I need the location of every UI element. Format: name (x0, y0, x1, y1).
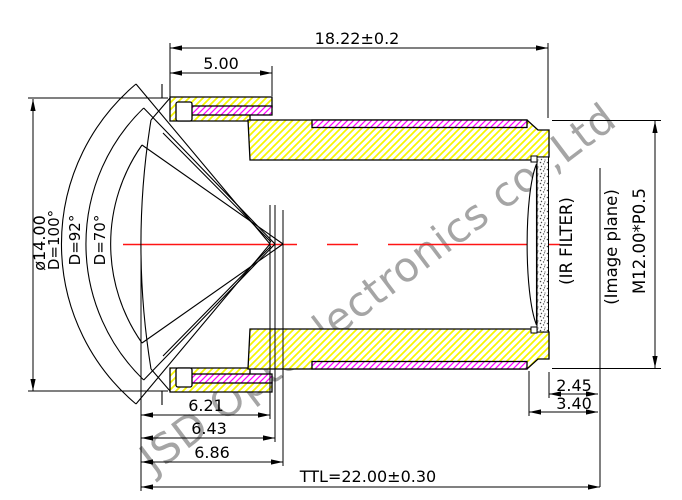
filter-seat-top (530, 155, 538, 163)
dome-lens-bevels (150, 97, 171, 392)
m12-thread-bottom (311, 360, 528, 370)
lens-barrel-bottom-half (169, 328, 550, 393)
front-lens-and-fov (60, 83, 284, 405)
fov-rays-70 (141, 144, 284, 344)
dome-lens-rear-cone (162, 132, 272, 357)
front-thread-top (187, 105, 273, 116)
dim-label-ttl: TTL=22.00±0.30 (299, 467, 436, 486)
fov-label-100: D=100° (45, 210, 63, 270)
fov-rays-100 (135, 83, 271, 405)
lens-seat-lip-top (175, 101, 193, 122)
dim-label-flange-to-image: 3.40 (556, 394, 592, 413)
dim-label-filter-to-image: 2.45 (556, 376, 592, 395)
fov-rays-92 (143, 107, 276, 381)
dim-label-lens-diameter: ø14.00 (30, 215, 49, 271)
dome-lens-front-surface (140, 119, 152, 370)
rear-optics (526, 155, 549, 334)
dim-label-front-section: 5.00 (203, 54, 239, 73)
rear-lens-element (526, 163, 538, 326)
lens-barrel-top-half (169, 96, 550, 161)
fov-arc-92 (85, 107, 145, 381)
fov-arc-70 (110, 144, 143, 344)
lens-seat-lip-bottom (175, 367, 193, 388)
fov-label-70: D=70° (91, 215, 109, 266)
dim-label-total-thread-length: 18.22±0.2 (315, 29, 400, 48)
ir-filter-label: (IR FILTER) (557, 197, 576, 285)
dimension-lines (30, 45, 658, 490)
dim-label-pupil-2: 6.43 (191, 419, 227, 438)
filter-seat-bottom (530, 326, 538, 334)
extension-lines (28, 43, 661, 491)
ext-lens-diameter (28, 97, 168, 392)
mount-thread-label: M12.00*P0.5 (630, 188, 649, 294)
image-plane-label: (Image plane) (602, 189, 621, 305)
m12-thread-top (311, 119, 528, 129)
ir-filter-glass (536, 156, 549, 333)
fov-label-92: D=92° (66, 215, 84, 266)
dim-label-pupil-1: 6.21 (188, 396, 224, 415)
front-thread-bottom (187, 373, 273, 384)
dim-label-pupil-3: 6.86 (194, 443, 230, 462)
ext-m12-diameter (552, 120, 661, 369)
fov-arc-100 (60, 83, 137, 405)
